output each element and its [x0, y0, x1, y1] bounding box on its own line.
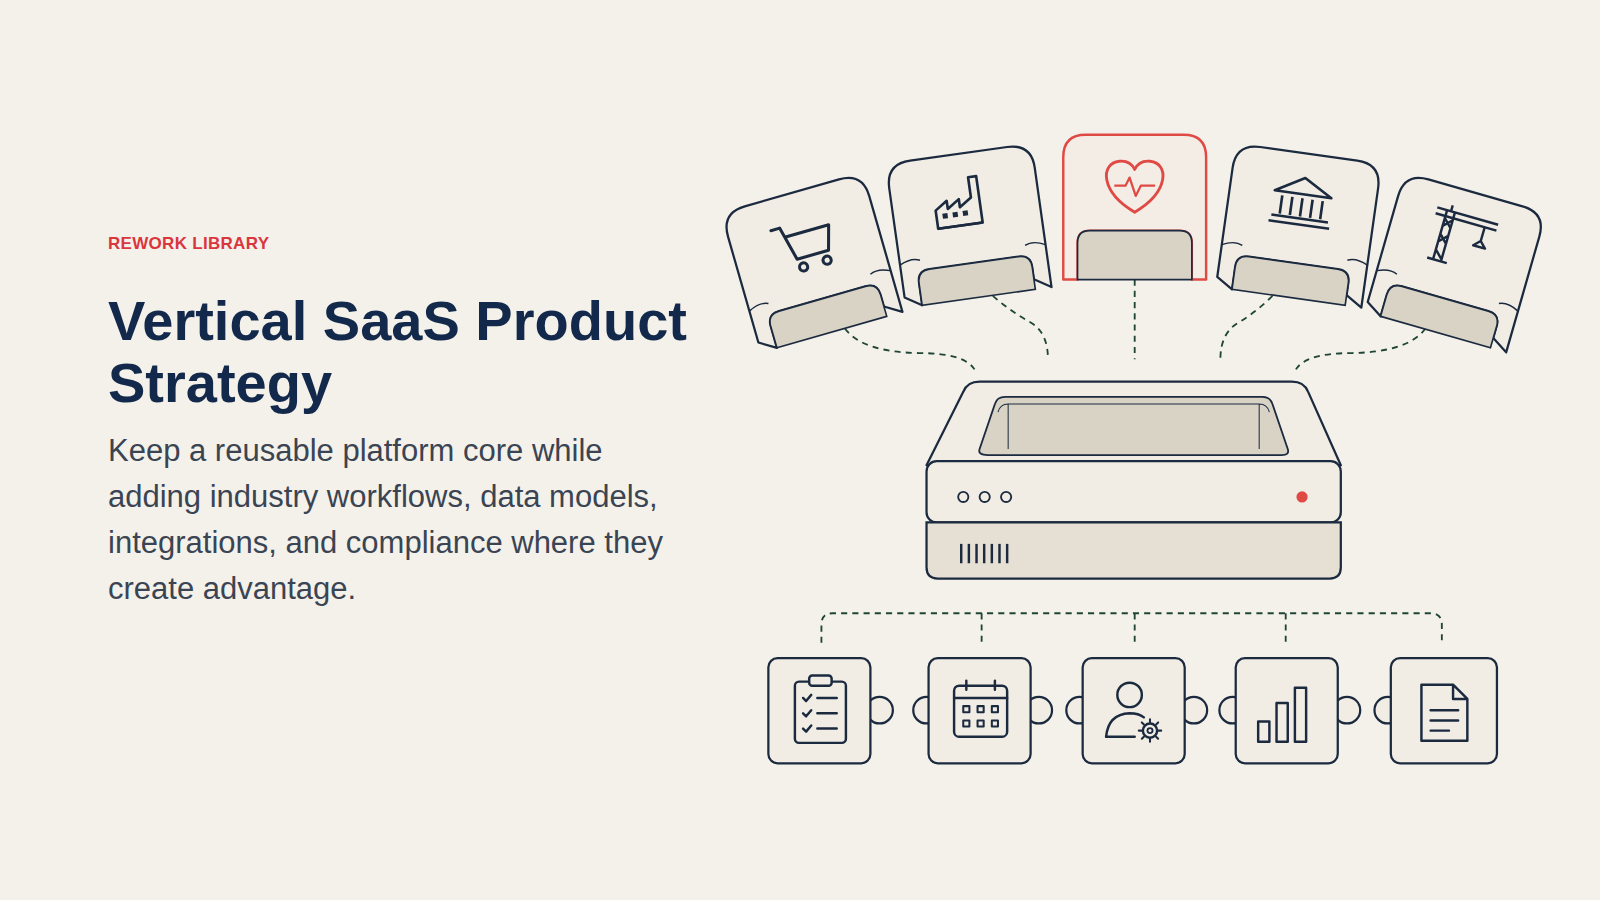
eyebrow-label: REWORK LIBRARY	[108, 233, 608, 255]
platform-core	[983, 544, 985, 563]
capability-icon	[963, 706, 998, 726]
construction-module	[1427, 214, 1490, 272]
retail-module	[721, 173, 902, 353]
retail-module	[721, 173, 902, 353]
page-title: Vertical SaaS Product Strategy	[108, 290, 708, 414]
capability-icon	[1431, 710, 1459, 730]
dashed-bracket	[821, 613, 1441, 643]
platform-core	[1001, 492, 1011, 502]
platform-core	[927, 522, 1341, 578]
platform-core	[958, 492, 968, 502]
manufacturing-module	[886, 144, 1052, 308]
platform-core	[1006, 544, 1008, 563]
capability-icon	[1258, 721, 1269, 741]
construction-module	[1365, 173, 1546, 353]
manufacturing-module	[942, 213, 948, 219]
capability-icon	[1117, 683, 1141, 707]
finance-module	[1275, 174, 1334, 198]
capability-icon	[954, 681, 1007, 698]
healthcare-module	[1106, 161, 1163, 212]
capability-icon	[1106, 713, 1144, 736]
retail-module	[771, 215, 839, 277]
construction-module	[1365, 173, 1546, 353]
platform-core	[1296, 491, 1307, 502]
capability-piece	[768, 658, 1497, 763]
capability-icon	[1143, 723, 1157, 737]
capability-icon	[809, 676, 831, 686]
manufacturing-module	[932, 176, 983, 229]
platform-core	[927, 382, 1341, 579]
platform-core	[998, 544, 1000, 563]
construction-module	[1436, 201, 1500, 230]
body-caption: Keep a reusable platform core while addi…	[108, 428, 698, 612]
platform-core	[979, 397, 1288, 455]
manufacturing-module	[942, 210, 968, 219]
dashed-bracket	[821, 613, 1441, 643]
retail-module	[822, 255, 832, 265]
dashed-link	[1134, 268, 1136, 359]
platform-core	[927, 461, 1341, 522]
platform-core	[991, 544, 993, 563]
capability-icon	[1147, 728, 1152, 733]
platform-core	[961, 544, 1007, 563]
capability-icon	[954, 686, 1007, 737]
capability-icon	[1295, 688, 1306, 742]
dashed-link	[993, 296, 1048, 359]
healthcare-module	[1078, 231, 1192, 280]
dashed-link	[1296, 329, 1426, 370]
capability-icon	[795, 676, 1467, 743]
manufacturing-module	[952, 212, 958, 218]
capability-icon	[1139, 719, 1161, 741]
platform-core	[998, 404, 1269, 449]
healthcare-module	[1063, 135, 1206, 280]
finance-module	[1268, 174, 1335, 229]
capability-piece	[1236, 658, 1338, 763]
manufacturing-module	[938, 223, 982, 229]
capability-icon	[1106, 736, 1135, 738]
capability-piece	[929, 658, 1031, 763]
finance-module	[1216, 144, 1382, 308]
platform-core	[927, 382, 1341, 466]
dashed-bracket	[982, 613, 1286, 643]
capability-icon	[795, 682, 846, 743]
platform-core	[980, 492, 990, 502]
capability-icon	[1277, 703, 1288, 742]
manufacturing-module	[963, 210, 969, 216]
capability-icon	[1421, 685, 1467, 741]
manufacturing-module	[886, 144, 1052, 308]
manufacturing-module	[932, 176, 983, 229]
dashed-link	[845, 329, 975, 370]
platform-core	[968, 544, 970, 563]
platform-core	[960, 544, 962, 563]
finance-module	[1216, 144, 1382, 308]
dashed-link	[1220, 296, 1272, 359]
capability-icon	[803, 695, 837, 732]
finance-module	[1268, 214, 1329, 229]
capability-piece	[1391, 658, 1497, 763]
retail-module	[799, 262, 809, 272]
platform-core	[975, 544, 977, 563]
capability-piece	[768, 658, 870, 763]
healthcare-module	[1114, 178, 1155, 196]
construction-module	[1423, 201, 1500, 273]
healthcare-module	[1063, 135, 1206, 280]
capability-piece	[1083, 658, 1185, 763]
